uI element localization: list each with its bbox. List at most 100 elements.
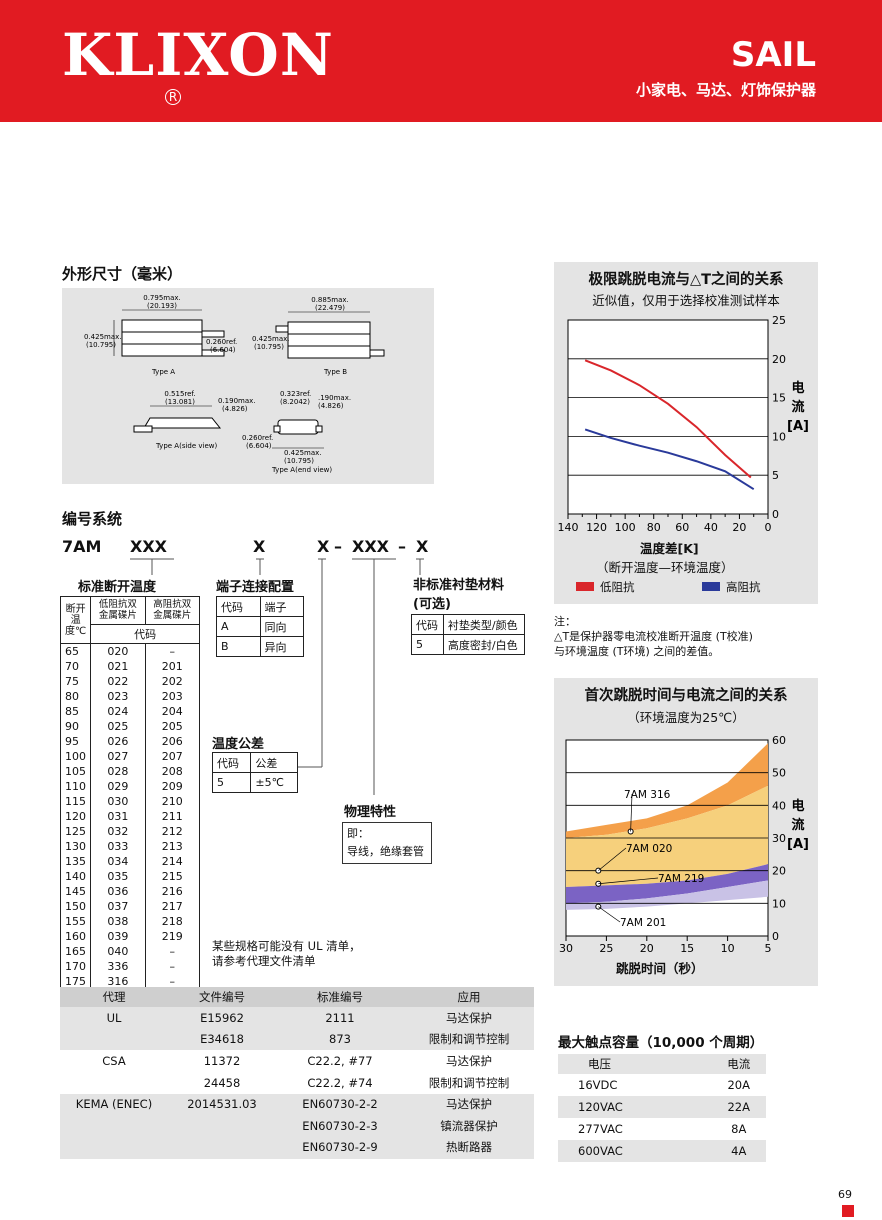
tolerance-h2: 公差: [250, 752, 298, 773]
chart2-xtick: 30: [559, 942, 573, 955]
high-res-code: 203: [144, 689, 201, 704]
chart2-ytick: 60: [772, 734, 786, 747]
end-width-mm: (8.2042): [280, 398, 310, 406]
low-res-code: 040: [90, 944, 146, 959]
terminal-value: 异向: [259, 636, 304, 657]
low-res-code: 023: [90, 689, 146, 704]
product-name: SAIL: [730, 35, 816, 75]
dimensions-title: 外形尺寸（毫米）: [62, 265, 183, 283]
temp-value: 140: [59, 869, 92, 884]
chart2-xlabel: 跳脱时间（秒）: [616, 961, 704, 976]
chart1-xtick: 140: [558, 521, 579, 534]
agency-cell: UL: [106, 1010, 122, 1025]
approvals-h-file: 文件编号: [199, 990, 245, 1004]
temp-value: 120: [59, 809, 92, 824]
temp-value: 95: [59, 734, 92, 749]
agency-cell: [60, 1072, 168, 1094]
low-res-code: 024: [90, 704, 146, 719]
high-res-code: –: [144, 643, 201, 659]
application-cell: 马达保护: [446, 1053, 492, 1068]
max-contact-h-current: 电流: [727, 1057, 751, 1071]
physical-line2: 导线，绝缘套管: [347, 845, 424, 858]
approvals-row: EN60730-2-9 热断路器: [60, 1137, 534, 1159]
high-res-code: 210: [144, 794, 201, 809]
ul-note-line1: 某些规格可能没有 UL 清单，: [212, 939, 361, 953]
terminal-title: 端子连接配置: [216, 580, 295, 595]
low-res-code: 039: [90, 929, 146, 944]
chart1-note-line2: 与环境温度 (T环境) 之间的差值。: [554, 645, 720, 658]
type-a-width-mm: (20.193): [147, 302, 177, 310]
standard-cell: EN60730-2-9: [302, 1140, 378, 1155]
low-res-code: 031: [90, 809, 146, 824]
chart1-ylabel: 流: [791, 399, 804, 415]
chart1-note-title: 注：: [554, 615, 576, 628]
chart1-ylabel: [A]: [787, 419, 809, 434]
application-cell: 限制和调节控制: [428, 1075, 510, 1090]
high-res-code: 208: [144, 764, 201, 779]
temp-value: 135: [59, 854, 92, 869]
standard-cell: EN60730-2-2: [302, 1097, 378, 1112]
end-width: 0.323ref.: [280, 390, 311, 398]
temp-value: 115: [59, 794, 92, 809]
temp-value: 160: [59, 929, 92, 944]
file-number-cell: E15962: [200, 1010, 244, 1025]
dimension-drawing: 0.795max. (20.193) 0.425max. (10.795) 0.…: [84, 294, 385, 474]
high-res-code: 218: [144, 914, 201, 929]
high-res-code: 216: [144, 884, 201, 899]
temp-col-header: 断开温度℃: [59, 596, 92, 644]
chart2-series-marker: [595, 903, 602, 910]
type-b-width-mm: (22.479): [315, 304, 345, 312]
approvals-h-application: 应用: [457, 990, 481, 1004]
terminal-code: A: [216, 616, 261, 637]
chart1-subtitle: 近似值，仅用于选择校准测试样本: [592, 293, 780, 308]
high-res-code: 212: [144, 824, 201, 839]
chart1-ytick: 20: [772, 353, 786, 366]
terminal-code: B: [216, 636, 261, 657]
high-res-code: –: [144, 944, 201, 959]
end-height: .190max.: [318, 394, 351, 402]
high-res-code: 217: [144, 899, 201, 914]
chart2-ylabel: 电: [791, 798, 804, 814]
type-a-lead: 0.260ref.: [206, 338, 237, 346]
liner-code: 5: [411, 634, 444, 655]
chart1-series-line: [584, 359, 752, 479]
temp-value: 100: [59, 749, 92, 764]
standard-cell: C22.2, #74: [307, 1075, 373, 1090]
code-dash-1: –: [334, 537, 342, 556]
liner-title-optional: (可选): [413, 597, 451, 612]
temp-value: 155: [59, 914, 92, 929]
chart1-ytick: 0: [772, 508, 779, 521]
end-view-drawing: [272, 419, 324, 449]
code-part-physical: XXX: [352, 537, 390, 556]
header-banner: [0, 0, 882, 122]
high-res-code: 207: [144, 749, 201, 764]
temp-value: 105: [59, 764, 92, 779]
chart1-note-line1: △T是保护器零电流校准断开温度 (T校准): [554, 630, 753, 643]
legend-low-swatch: [576, 582, 594, 591]
max-contact-h-voltage: 电压: [588, 1057, 611, 1071]
chart1-ytick: 25: [772, 314, 786, 327]
file-number-cell: 24458: [203, 1075, 241, 1090]
chart2-series-label: 7AM 316: [624, 789, 671, 801]
type-b-label: Type B: [323, 368, 347, 376]
low-res-code: 028: [90, 764, 146, 779]
standard-cell: 2111: [325, 1010, 355, 1025]
standard-cell: 873: [329, 1032, 351, 1047]
temp-value: 145: [59, 884, 92, 899]
application-cell: 限制和调节控制: [428, 1032, 510, 1047]
ul-note-line2: 请参考代理文件清单: [212, 954, 316, 968]
agency-cell: CSA: [102, 1053, 126, 1068]
low-res-code: 033: [90, 839, 146, 854]
type-a-height: 0.425max.: [84, 333, 122, 341]
chart2-subtitle: （环境温度为25℃）: [627, 710, 745, 725]
legend-low-label: 低阻抗: [600, 580, 635, 594]
chart2-ytick: 20: [772, 865, 786, 878]
application-cell: 热断路器: [446, 1140, 492, 1155]
